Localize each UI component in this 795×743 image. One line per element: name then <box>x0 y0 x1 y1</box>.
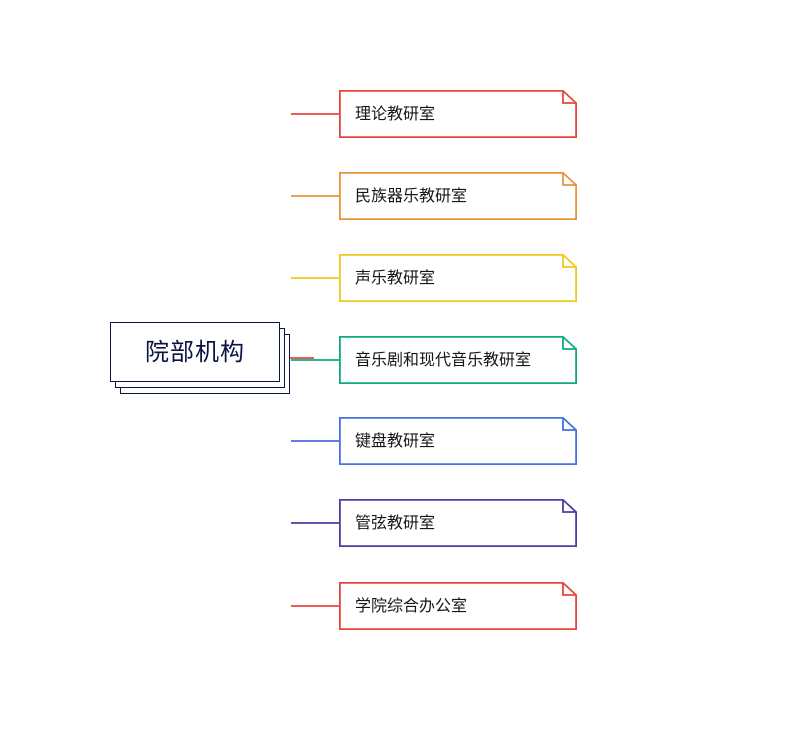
node-label: 声乐教研室 <box>355 268 436 287</box>
node-label: 理论教研室 <box>355 104 436 123</box>
node-label: 学院综合办公室 <box>355 596 468 615</box>
node-minzu-qiyue-jiaoyanshi[interactable]: 民族器乐教研室 <box>339 172 577 220</box>
node-jianpan-jiaoyanshi[interactable]: 键盘教研室 <box>339 417 577 465</box>
node-folded-corner-shape <box>339 582 577 630</box>
node-folded-corner-shape <box>339 336 577 384</box>
root-card-front[interactable]: 院部机构 <box>110 322 280 382</box>
node-folded-corner-shape <box>339 172 577 220</box>
node-xueyuan-zonghe-bangongshi[interactable]: 学院综合办公室 <box>339 582 577 630</box>
node-yinyueju-xiandai-yinyue-jiaoyanshi[interactable]: 音乐剧和现代音乐教研室 <box>339 336 577 384</box>
node-label: 民族器乐教研室 <box>355 186 468 205</box>
node-folded-corner-shape <box>339 499 577 547</box>
root-node-label: 院部机构 <box>145 338 245 366</box>
node-lilun-jiaoyanshi[interactable]: 理论教研室 <box>339 90 577 138</box>
node-folded-corner-shape <box>339 417 577 465</box>
node-shengyue-jiaoyanshi[interactable]: 声乐教研室 <box>339 254 577 302</box>
node-label: 音乐剧和现代音乐教研室 <box>355 350 532 369</box>
node-guanxian-jiaoyanshi[interactable]: 管弦教研室 <box>339 499 577 547</box>
node-label: 管弦教研室 <box>355 513 436 532</box>
node-folded-corner-shape <box>339 254 577 302</box>
root-node[interactable]: 院部机构 <box>110 322 290 394</box>
node-label: 键盘教研室 <box>355 431 436 450</box>
node-folded-corner-shape <box>339 90 577 138</box>
